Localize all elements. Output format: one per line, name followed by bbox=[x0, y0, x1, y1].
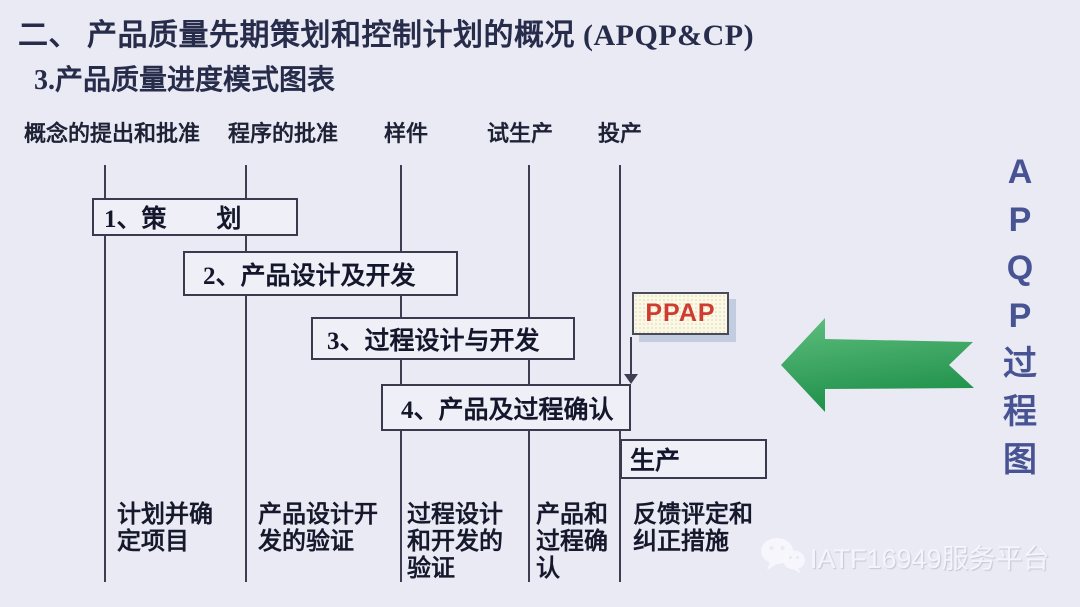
phase-box-production: 生产 bbox=[620, 439, 767, 479]
output-label-product-process-validation: 产品和 过程确 认 bbox=[536, 502, 608, 582]
wechat-icon bbox=[761, 538, 805, 574]
output-label-process-design-verification: 过程设计 和开发的 验证 bbox=[407, 502, 503, 582]
phase-box-product-design: 2、产品设计及开发 bbox=[183, 251, 458, 296]
ppap-arrow-down-icon bbox=[624, 374, 638, 384]
milestone-label-pilot: 试生产 bbox=[487, 121, 554, 146]
output-label-plan-define: 计划并确 定项目 bbox=[117, 502, 213, 555]
page-subtitle: 3.产品质量进度模式图表 bbox=[34, 65, 336, 96]
milestone-label-program-approval: 程序的批准 bbox=[228, 121, 339, 146]
timeline-line-1 bbox=[104, 165, 106, 582]
timeline-line-3 bbox=[400, 165, 402, 582]
timeline-line-2 bbox=[245, 165, 247, 582]
phase-box-validation: 4、产品及过程确认 bbox=[381, 384, 631, 431]
timeline-line-4 bbox=[528, 165, 530, 582]
milestone-label-concept-approval: 概念的提出和批准 bbox=[24, 121, 201, 146]
watermark: IATF16949服务平台 bbox=[760, 536, 1050, 576]
output-label-feedback-corrective-action: 反馈评定和 纠正措施 bbox=[633, 502, 753, 555]
timeline-line-5 bbox=[619, 165, 621, 582]
phase-box-process-design: 3、过程设计与开发 bbox=[311, 317, 575, 360]
milestone-label-launch: 投产 bbox=[598, 121, 643, 146]
ppap-arrow-line bbox=[630, 337, 632, 375]
watermark-text: IATF16949服务平台 bbox=[810, 543, 1050, 574]
green-arrow-left-icon bbox=[781, 318, 974, 412]
ppap-label: PPAP bbox=[645, 299, 716, 327]
page-title: 二、 产品质量先期策划和控制计划的概况 (APQP&CP) bbox=[18, 19, 755, 52]
output-label-product-design-verification: 产品设计开 发的验证 bbox=[258, 502, 378, 555]
phase-box-planning: 1、策 划 bbox=[92, 198, 298, 236]
ppap-box: PPAP bbox=[632, 292, 729, 335]
side-label-apqp-process-map: APQP过程图 bbox=[1003, 153, 1037, 479]
milestone-label-prototype: 样件 bbox=[384, 121, 429, 146]
